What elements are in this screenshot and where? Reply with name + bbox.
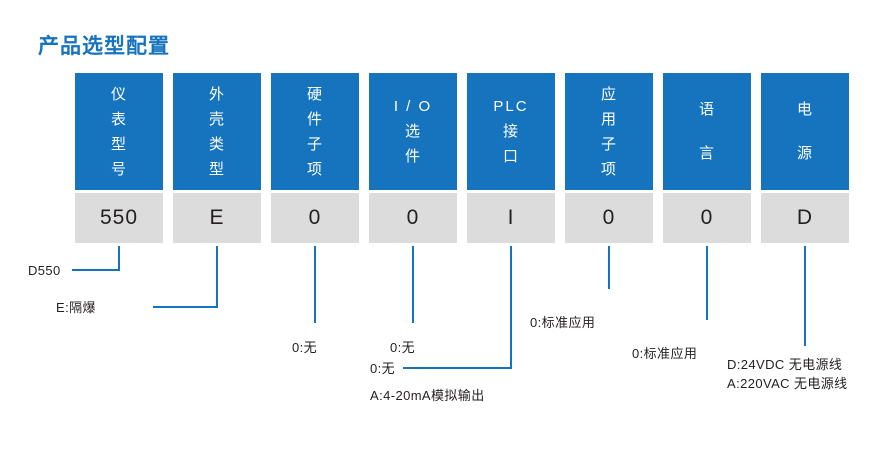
- column-enclosure-type: 外 壳 类 型 E: [173, 73, 261, 243]
- header-char: 号: [110, 160, 127, 178]
- column-header-plc-interface: PLC 接 口: [467, 73, 555, 190]
- column-value-enclosure-type: E: [173, 193, 261, 243]
- page-title: 产品选型配置: [38, 35, 170, 58]
- annotation-power-supply-line2: A:220VAC 无电源线: [727, 376, 848, 391]
- header-char: PLC: [493, 98, 529, 115]
- header-char: 仪: [110, 85, 127, 103]
- column-value-power-supply: D: [761, 193, 849, 243]
- leader-vertical-plc-interface: [510, 246, 512, 369]
- leader-vertical-power-supply: [804, 246, 806, 346]
- column-value-plc-interface: I: [467, 193, 555, 243]
- leader-vertical-language: [706, 246, 708, 320]
- header-char: 口: [502, 148, 519, 165]
- annotation-io-option: 0:无: [390, 340, 416, 355]
- header-char: 壳: [208, 110, 225, 128]
- column-application-sub-item: 应 用 子 项 0: [565, 73, 653, 243]
- header-char: 外: [208, 85, 225, 103]
- column-hardware-sub-item: 硬 件 子 项 0: [271, 73, 359, 243]
- header-char: 应: [600, 85, 617, 103]
- header-char: 电: [796, 100, 813, 118]
- column-plc-interface: PLC 接 口 I: [467, 73, 555, 243]
- column-header-io-option: I / O 选 件: [369, 73, 457, 190]
- header-char: 言: [698, 145, 715, 163]
- header-char: 源: [796, 145, 813, 163]
- header-char: 子: [306, 135, 323, 153]
- leader-horizontal-plc-interface: [403, 367, 512, 369]
- header-char: 项: [306, 160, 323, 178]
- header-char: 件: [404, 148, 421, 165]
- annotation-enclosure-type: E:隔爆: [56, 300, 96, 315]
- header-char: 接: [502, 123, 519, 140]
- column-language: 语 言 0: [663, 73, 751, 243]
- leader-vertical-instrument-model: [118, 246, 120, 271]
- column-header-power-supply: 电 源: [761, 73, 849, 190]
- annotation-application-sub-item: 0:标准应用: [530, 315, 596, 330]
- header-char: 语: [698, 100, 715, 118]
- column-power-supply: 电 源 D: [761, 73, 849, 243]
- column-value-instrument-model: 550: [75, 193, 163, 243]
- header-char: 硬: [306, 85, 323, 103]
- header-char: I / O: [393, 98, 433, 115]
- column-header-hardware-sub-item: 硬 件 子 项: [271, 73, 359, 190]
- header-char: 型: [208, 160, 225, 178]
- column-instrument-model: 仪 表 型 号 550: [75, 73, 163, 243]
- header-char: 项: [600, 160, 617, 178]
- header-char: 用: [600, 110, 617, 128]
- leader-horizontal-enclosure-type: [153, 306, 218, 308]
- annotation-instrument-model: D550: [28, 263, 61, 278]
- column-value-hardware-sub-item: 0: [271, 193, 359, 243]
- column-header-instrument-model: 仪 表 型 号: [75, 73, 163, 190]
- column-header-language: 语 言: [663, 73, 751, 190]
- annotation-hardware-sub-item: 0:无: [292, 340, 318, 355]
- header-char: 表: [110, 110, 127, 128]
- header-char: 型: [110, 135, 127, 153]
- header-char: 子: [600, 135, 617, 153]
- column-header-enclosure-type: 外 壳 类 型: [173, 73, 261, 190]
- column-io-option: I / O 选 件 0: [369, 73, 457, 243]
- leader-horizontal-instrument-model: [72, 269, 120, 271]
- annotation-plc-interface-line1: 0:无: [370, 361, 396, 376]
- column-value-application-sub-item: 0: [565, 193, 653, 243]
- annotation-language: 0:标准应用: [632, 346, 698, 361]
- annotation-plc-interface-line2: A:4-20mA模拟输出: [370, 388, 485, 403]
- leader-vertical-application-sub-item: [608, 246, 610, 289]
- header-char: 选: [404, 123, 421, 140]
- column-value-io-option: 0: [369, 193, 457, 243]
- annotation-power-supply-line1: D:24VDC 无电源线: [727, 357, 843, 372]
- leader-vertical-hardware-sub-item: [314, 246, 316, 323]
- column-header-application-sub-item: 应 用 子 项: [565, 73, 653, 190]
- header-char: 类: [208, 135, 225, 153]
- header-char: 件: [306, 110, 323, 128]
- leader-vertical-enclosure-type: [216, 246, 218, 308]
- column-value-language: 0: [663, 193, 751, 243]
- leader-vertical-io-option: [412, 246, 414, 323]
